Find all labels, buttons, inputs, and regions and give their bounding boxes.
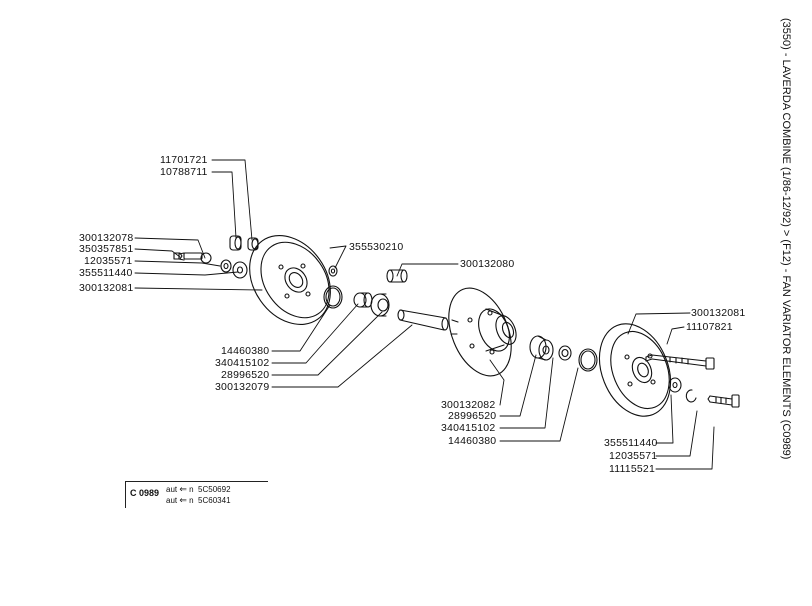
- part-label-11701721: 11701721: [160, 154, 208, 166]
- part-label-10788711: 10788711: [160, 166, 208, 178]
- serial-row-1-prefix: aut: [166, 485, 178, 494]
- right-bushings: [529, 335, 598, 372]
- serial-row-1-value: 5C50692: [198, 485, 231, 494]
- part-label-11115521: 11115521: [609, 463, 655, 475]
- part-label-340415102: 340415102: [215, 357, 270, 369]
- serial-row-2-value: 5C60341: [198, 496, 231, 505]
- part-label-28996520-b: 28996520: [448, 410, 497, 422]
- arrow-left-icon: ⇐: [179, 495, 187, 505]
- part-label-350357851: 350357851: [79, 243, 134, 255]
- arrow-left-icon: ⇐: [179, 484, 187, 494]
- central-hub-300132082: [448, 287, 517, 377]
- serial-row-2: aut ⇐ n 5C60341: [166, 495, 231, 506]
- part-label-300132082: 300132082: [441, 399, 496, 411]
- serial-reference-box: C 0989 aut ⇐ n 5C50692 aut ⇐ n 5C60341: [125, 481, 268, 508]
- page-title-text: (3550) - LAVERDA COMBINE (1/86-12/92) > …: [780, 18, 792, 460]
- part-label-11107821: 11107821: [686, 321, 733, 333]
- leader-lines: [134, 159, 715, 470]
- part-label-300132080: 300132080: [460, 258, 515, 270]
- figure-code: C 0989: [130, 488, 160, 498]
- part-label-340415102-b: 340415102: [441, 422, 496, 434]
- serial-row-2-prefix: aut: [166, 496, 178, 505]
- left-pulley-300132081: [249, 235, 331, 325]
- serial-row-2-n: n: [189, 496, 194, 505]
- part-label-12035571: 12035571: [84, 255, 133, 267]
- part-label-355511440-b: 355511440: [604, 437, 658, 449]
- part-label-14460380: 14460380: [221, 345, 270, 357]
- right-small-parts: [645, 354, 740, 408]
- part-label-355530210: 355530210: [349, 241, 404, 253]
- part-label-28996520: 28996520: [221, 369, 270, 381]
- part-label-300132081: 300132081: [79, 282, 134, 294]
- part-label-14460380-b: 14460380: [448, 435, 497, 447]
- right-pulley-300132081: [598, 323, 672, 417]
- page-title: (3550) - LAVERDA COMBINE (1/86-12/92) > …: [778, 18, 794, 488]
- left-small-parts: [173, 235, 338, 279]
- part-label-12035571-b: 12035571: [609, 450, 658, 462]
- serial-row-1: aut ⇐ n 5C50692: [166, 484, 231, 495]
- serial-row-1-n: n: [189, 485, 194, 494]
- part-label-300132078: 300132078: [79, 232, 134, 244]
- part-label-355511440: 355511440: [79, 267, 133, 279]
- part-label-300132081-b: 300132081: [691, 307, 746, 319]
- part-label-300132079: 300132079: [215, 381, 270, 393]
- central-bushings: [323, 269, 449, 331]
